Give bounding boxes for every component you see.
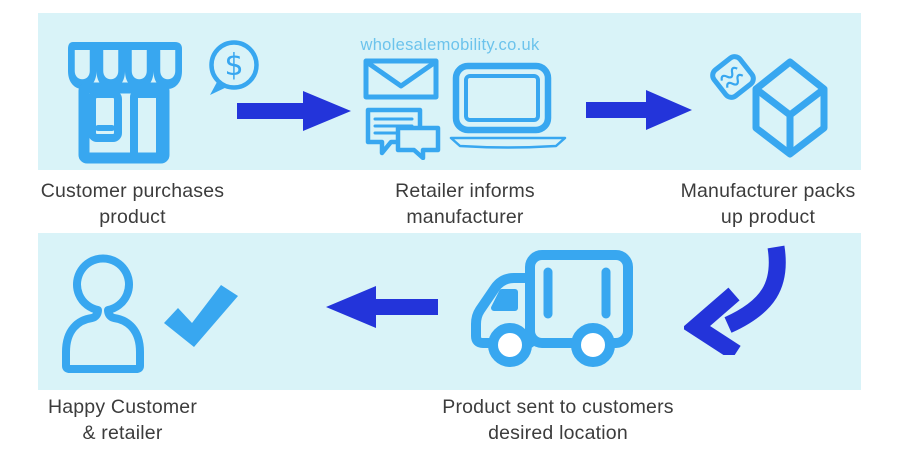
shipping-tag-icon [710,54,756,100]
truck-window [491,289,518,311]
arrow-right-2-icon [586,90,692,130]
label-line: Product sent to customers [442,396,674,418]
chat-bubbles-icon [365,107,441,160]
storefront-body [78,82,170,164]
person-icon [62,254,144,373]
label-line: manufacturer [406,206,524,228]
label-line: Happy Customer [47,396,198,418]
website-watermark: wholesalemobility.co.uk [360,36,540,54]
step-label-product-sent: Product sent to customers desired locati… [430,394,686,446]
storefront-icon [68,42,182,164]
checkmark-icon [164,285,238,347]
speech-bubble-tail [210,82,229,95]
label-line: desired location [488,422,628,444]
storefront-awning [68,42,182,89]
arrow-left-icon [326,286,438,328]
truck-wheel [571,323,615,367]
step-label-happy-customer: Happy Customer & retailer [20,394,225,446]
truck-wheel [488,323,532,367]
envelope-icon [363,58,439,100]
delivery-truck-icon [471,250,633,367]
money-speech-bubble-icon: $ [209,40,259,95]
arrow-curved-down-left-icon [684,245,786,355]
step-label-customer-purchases: Customer purchases product [30,178,235,230]
label-line: Retailer informs [395,180,535,202]
label-line: product [99,206,166,228]
laptop-icon [449,62,567,149]
arrow-right-1-icon [237,91,351,131]
label-line: & retailer [82,422,163,444]
step-label-retailer-informs: Retailer informs manufacturer [355,178,575,230]
label-line: Manufacturer packs [680,180,856,202]
label-line: up product [720,206,816,228]
box-icon [752,58,828,158]
dollar-symbol: $ [224,48,243,83]
step-label-manufacturer-packs: Manufacturer packs up product [658,178,878,230]
label-line: Customer purchases [40,180,225,202]
